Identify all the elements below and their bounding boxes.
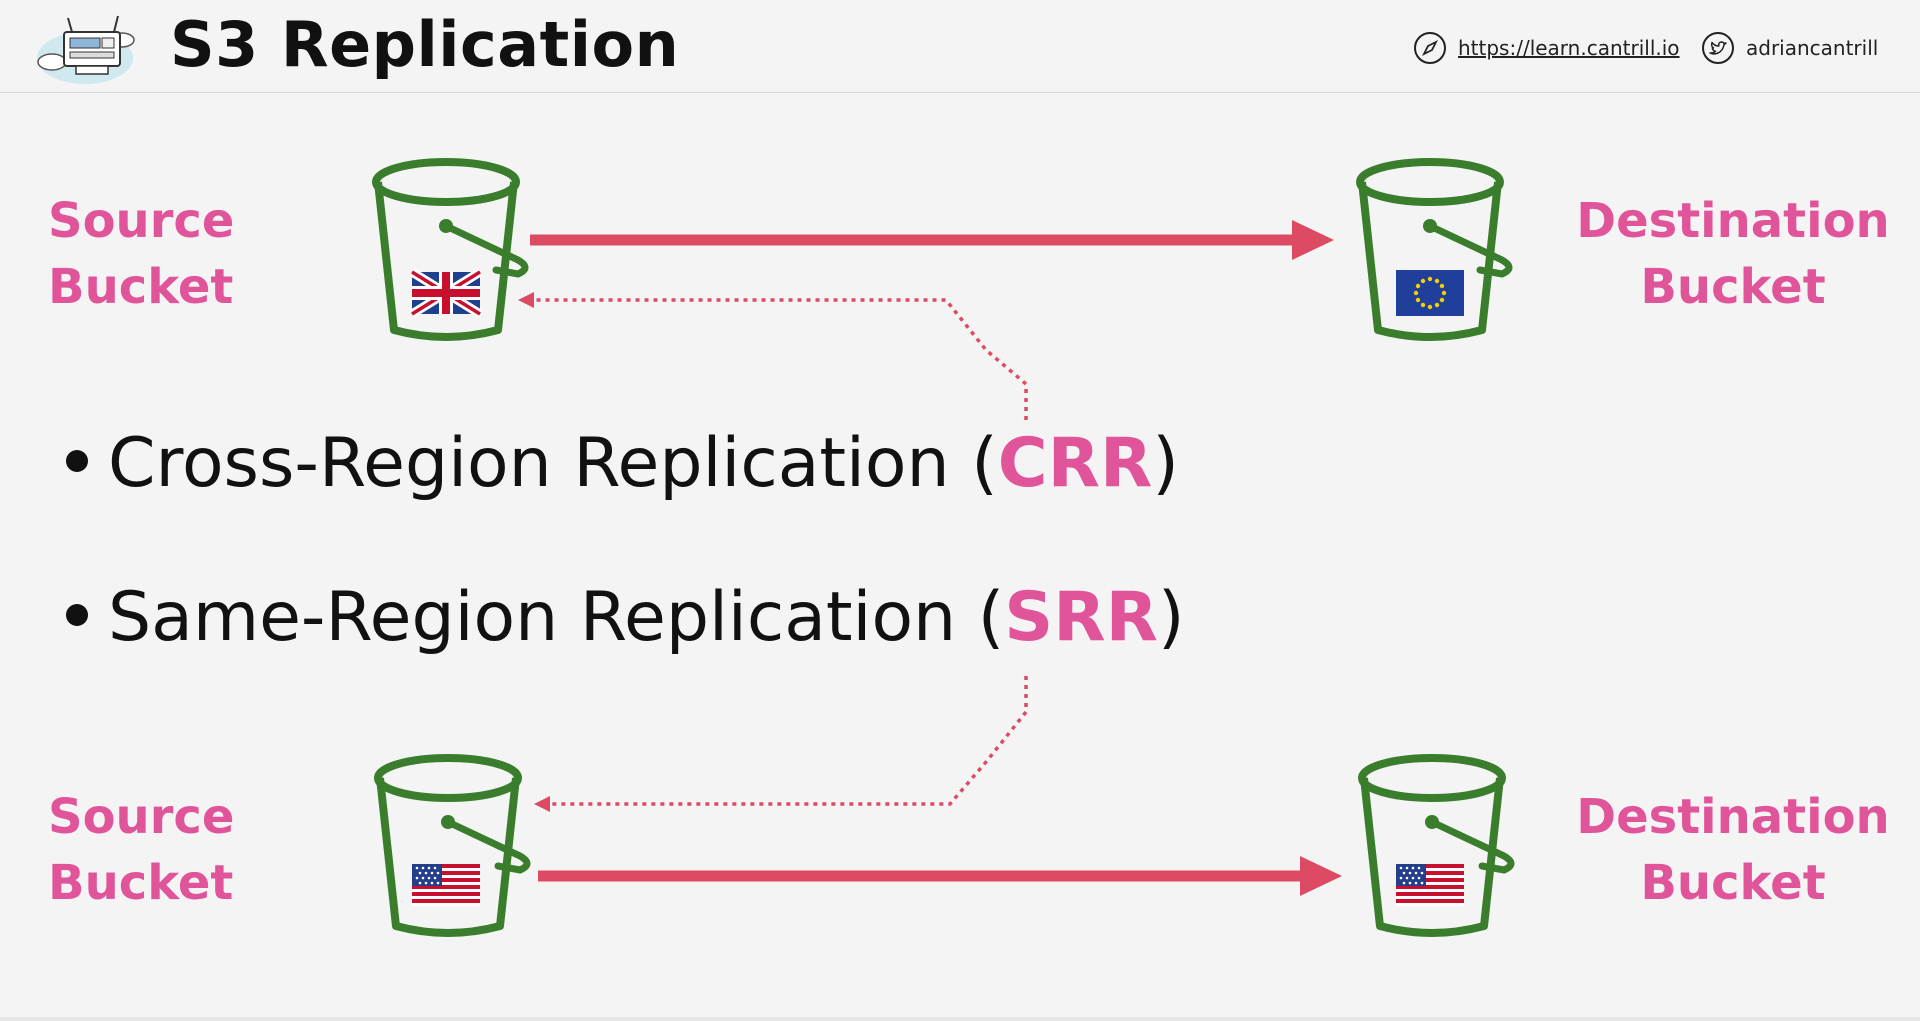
eu-flag-icon <box>1396 270 1464 316</box>
top-destination-label-line1: Destination <box>1576 193 1890 249</box>
srr-replication-arrow <box>538 856 1342 896</box>
top-source-label: Source Bucket <box>48 188 234 320</box>
bullet-dot <box>66 604 88 627</box>
website-link[interactable]: https://learn.cantrill.io <box>1412 28 1680 68</box>
bullet-srr-suffix: ) <box>1158 578 1185 657</box>
top-destination-label: Destination Bucket <box>1568 188 1898 320</box>
srr-dotted-connector <box>534 676 1028 812</box>
bullet-crr-accent: CRR <box>997 424 1153 503</box>
bottom-source-label-line1: Source <box>48 789 235 845</box>
top-destination-label-line2: Bucket <box>1640 259 1826 315</box>
bullet-crr-suffix: ) <box>1152 424 1179 503</box>
bullet-srr: Same-Region Replication (SRR) <box>66 578 1185 657</box>
bottom-destination-label: Destination Bucket <box>1568 784 1898 916</box>
twitter-handle: adriancantrill <box>1746 36 1879 60</box>
bucket-icon <box>1362 758 1511 933</box>
us-flag-icon <box>412 864 480 906</box>
bullet-srr-accent: SRR <box>1004 578 1158 657</box>
bullet-crr-prefix: Cross-Region Replication ( <box>108 424 998 503</box>
bottom-destination-label-line2: Bucket <box>1640 855 1826 911</box>
bucket-icon <box>378 758 527 933</box>
logo-icon <box>37 15 135 84</box>
us-flag-icon <box>1396 864 1464 906</box>
bullet-crr: Cross-Region Replication (CRR) <box>66 424 1179 503</box>
page-title: S3 Replication <box>170 8 680 81</box>
website-url[interactable]: https://learn.cantrill.io <box>1458 36 1680 60</box>
twitter-link[interactable]: adriancantrill <box>1700 28 1878 68</box>
crr-dotted-connector <box>518 292 1028 420</box>
bottom-destination-label-line1: Destination <box>1576 789 1890 845</box>
twitter-icon <box>1702 32 1734 64</box>
bottom-source-label-line2: Bucket <box>48 855 234 911</box>
bottom-divider <box>0 1017 1920 1021</box>
bullet-srr-prefix: Same-Region Replication ( <box>108 578 1005 657</box>
bullet-dot <box>66 450 88 473</box>
compass-icon <box>1414 32 1446 64</box>
crr-replication-arrow <box>530 220 1334 260</box>
top-source-label-line1: Source <box>48 193 235 249</box>
header-bar: S3 Replication https://learn.cantrill.io… <box>0 0 1920 93</box>
bottom-source-label: Source Bucket <box>48 784 234 916</box>
uk-flag-icon <box>409 268 483 318</box>
top-source-label-line2: Bucket <box>48 259 234 315</box>
